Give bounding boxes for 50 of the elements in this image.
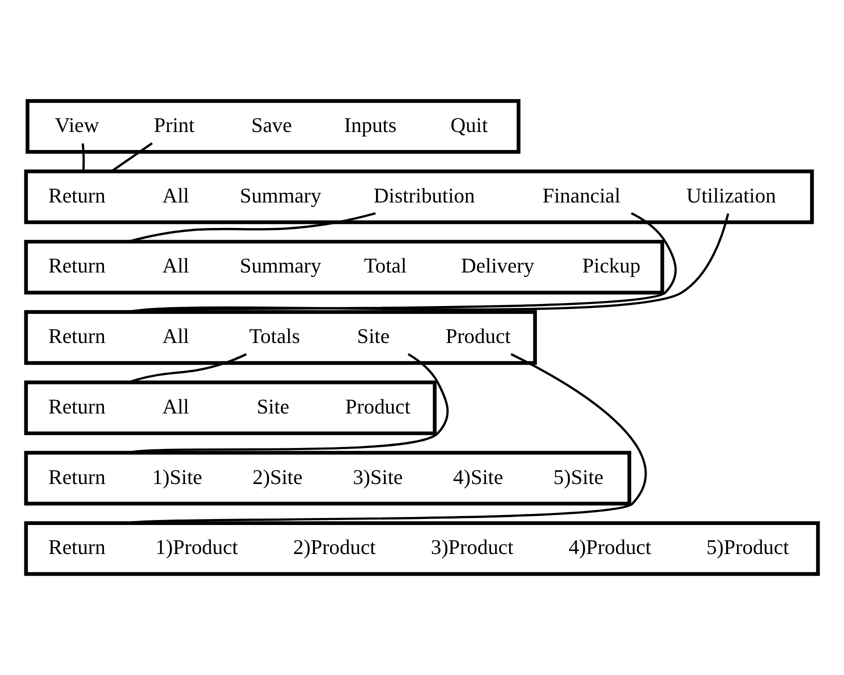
cluster	[24, 169, 814, 224]
node-text: All	[162, 324, 190, 348]
node-text: Delivery	[460, 254, 534, 278]
node-text: 5)Site	[553, 464, 604, 489]
node-text: Return	[48, 535, 106, 560]
node-text: Return	[48, 394, 106, 418]
connector	[128, 353, 646, 524]
connector	[128, 353, 449, 454]
node-text: 3)Product	[430, 535, 514, 560]
node-text: Financial	[542, 183, 620, 208]
connector	[82, 143, 85, 172]
node-text: Site	[357, 324, 390, 348]
cluster	[24, 450, 632, 506]
node-text: All	[162, 183, 190, 208]
node-text: 2)Site	[252, 464, 303, 489]
node-text: Print	[154, 112, 195, 137]
cluster	[24, 310, 537, 365]
cluster	[24, 380, 437, 436]
node-text: Site	[256, 394, 290, 418]
node-text: All	[162, 394, 190, 418]
cluster	[24, 521, 820, 576]
node-text: Inputs	[344, 112, 397, 137]
node-text: View	[54, 112, 99, 137]
node-text: 1)Product	[155, 535, 238, 560]
node-text: 4)Site	[453, 464, 504, 489]
node-text: Return	[48, 324, 106, 348]
node-text: Return	[48, 254, 106, 278]
cluster	[26, 99, 520, 154]
node-text: Summary	[240, 183, 322, 208]
node-text: 4)Product	[568, 535, 652, 560]
node-text: All	[162, 254, 190, 278]
node-text: 3)Site	[352, 464, 403, 489]
connector	[110, 142, 153, 172]
node-text: Save	[251, 112, 292, 137]
node-text: Quit	[450, 112, 488, 137]
node-text: Pickup	[582, 254, 640, 278]
node-text: Totals	[249, 324, 300, 348]
node-text: Utilization	[686, 183, 776, 208]
cluster	[24, 240, 664, 294]
node-text: 5)Product	[706, 535, 789, 560]
node-text: Product	[446, 324, 511, 348]
node-text: Summary	[240, 254, 322, 278]
node-text: Product	[345, 394, 410, 418]
node-text: Distribution	[374, 183, 475, 208]
connector	[128, 212, 376, 243]
node-text: Return	[48, 183, 106, 208]
node-text: Total	[364, 254, 407, 278]
node-text: Return	[48, 464, 106, 489]
node-text: 2)Product	[293, 535, 376, 560]
node-text: 1)Site	[152, 464, 202, 489]
